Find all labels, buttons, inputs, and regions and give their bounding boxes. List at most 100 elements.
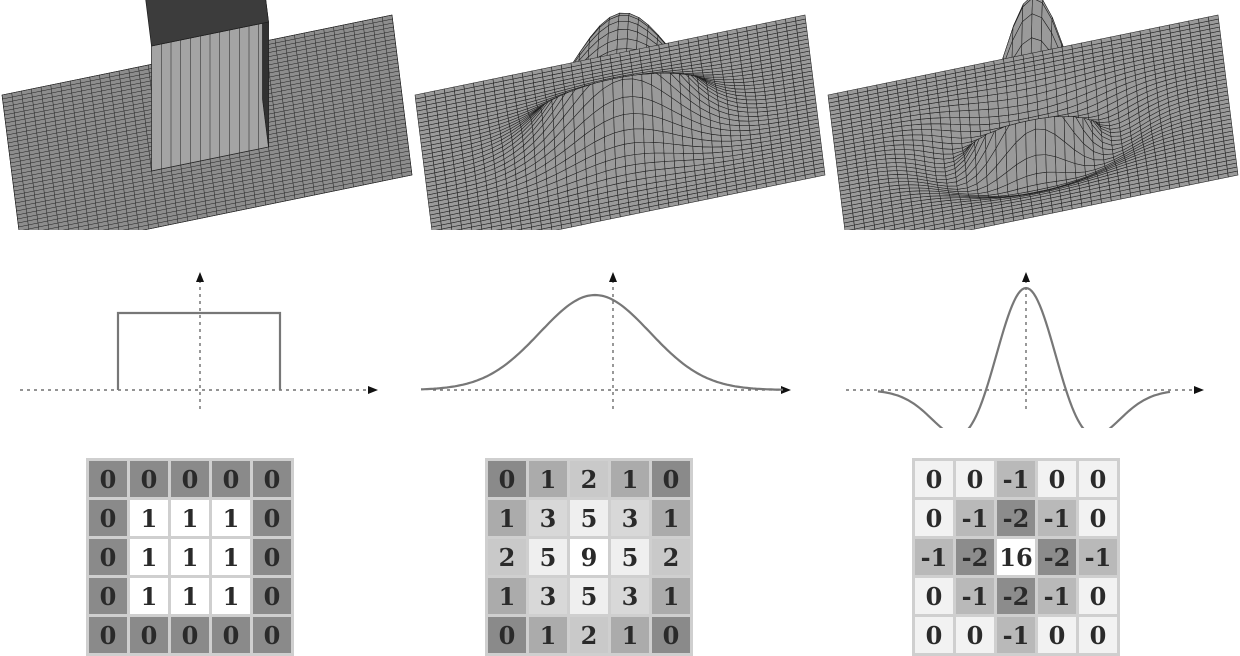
surface-grid-line [42,154,410,230]
kernel-cell: 0 [253,539,291,575]
surface-mesh-cell [912,139,924,147]
kernel-cell: 0 [915,461,953,497]
surface-mesh-cell [930,123,942,131]
surface-mesh-cell [618,12,630,16]
surface-mesh-cell [739,130,751,136]
surface-grid-line [17,138,408,220]
surface-mesh-cell [723,79,735,83]
surface-mesh-cell [683,153,695,161]
surface-mesh-cell [929,193,941,197]
kernel-cell: 0 [130,461,168,497]
surface-mesh-cell [968,102,980,111]
x-axis-arrowhead [781,386,791,394]
kernel-cell: 0 [488,461,526,497]
surface-mesh-cell [939,111,951,119]
kernel-cell: 0 [253,617,291,653]
x-axis-arrowhead [1194,386,1204,394]
surface-mesh-cell [894,153,906,159]
surface-mesh-cell [702,152,714,160]
surface-mesh-cell [633,128,645,143]
kernel-cell: 0 [1079,578,1117,614]
kernel-cell: 5 [570,500,608,536]
surface-mesh-cell [940,117,951,125]
kernel-cell: 0 [212,617,250,653]
surface-mesh-cell [747,111,759,117]
surface-mesh-cell [734,88,746,93]
kernel-cell: 1 [171,500,209,536]
surface-mesh-cell [747,116,759,122]
kernel-cell: 0 [956,461,994,497]
kernel-cell: 1 [488,500,526,536]
kernel-cell: 1 [652,500,690,536]
surface-mesh-cell [911,129,923,136]
surface-mesh-cell [1045,154,1057,173]
surface-mesh-cell [935,175,947,180]
surface-mesh-cell [1207,14,1219,22]
kernel-cell: 1 [171,578,209,614]
kernel-cell: 1 [529,617,567,653]
kernel-cell: 2 [488,539,526,575]
surface-mesh-cell [902,134,914,141]
kernel-cell: 0 [652,617,690,653]
kernel-cell: 1 [212,500,250,536]
surface-mesh-cell [912,134,924,141]
kernel-cell: 3 [529,500,567,536]
surface-grid-line [102,166,412,230]
kernel-cell: 3 [611,578,649,614]
kernel-cell: 1 [652,578,690,614]
surface-mesh-cell [950,130,962,139]
kernel-cell: -1 [1079,539,1117,575]
surface-grid-line [82,162,411,230]
kernel-cell: 1 [212,539,250,575]
surface-grid-line [22,150,410,230]
surface-mesh-cell [624,154,636,167]
surface-mesh-cell [623,113,635,131]
surface-mesh-cell [898,181,910,186]
surface-mesh-cell [664,160,676,170]
kernel-cell: 0 [130,617,168,653]
surface-grid-line [15,122,406,204]
surface-mesh-cell [934,167,946,173]
kernel-cell: 1 [171,539,209,575]
surface-mesh-cell [957,191,969,195]
kernel-cell: -1 [997,617,1035,653]
surface-mesh-cell [960,131,972,139]
surface-mesh-cell [935,171,947,177]
surface-mesh-cell [988,108,1000,118]
kernel-cell: 0 [212,461,250,497]
surface-mesh-cell [1035,128,1047,156]
surface-mesh-cell [987,100,999,110]
surface-mesh-cell [939,195,951,199]
surface-mesh-cell [613,96,624,118]
surface-mesh-cell [950,123,962,132]
surface-mesh-cell [633,113,644,130]
surface-mesh-cell [897,177,909,182]
kernel-cell: 0 [488,617,526,653]
y-axis-arrowhead [196,272,204,282]
surface-mesh-cell [921,134,933,142]
kernel-cell: 16 [997,539,1035,575]
surface-mesh-cell [1031,13,1043,42]
surface-mesh-cell [682,144,694,154]
surface-mesh-cell [702,146,714,154]
kernel-cell: 0 [1079,461,1117,497]
box-filter-surface-plot [1,0,413,230]
surface-mesh-cell [919,190,931,195]
surface-grid-line [16,130,407,212]
surface-mesh-cell [959,110,970,118]
surface-mesh-cell [942,148,954,155]
surface-mesh-cell [745,99,757,105]
surface-mesh-cell [632,78,643,99]
surface-grid-line [284,36,305,198]
surface-mesh-cell [674,160,685,169]
kernel-cell: -1 [956,500,994,536]
surface-mesh-cell [902,139,914,146]
surface-grid-line [372,18,393,180]
kernel-cell: 5 [570,578,608,614]
kernel-cell: -1 [997,461,1035,497]
surface-mesh-cell [654,161,666,171]
surface-grid-line [343,24,364,186]
surface-mesh-cell [612,79,624,101]
surface-mesh-cell [897,174,909,179]
